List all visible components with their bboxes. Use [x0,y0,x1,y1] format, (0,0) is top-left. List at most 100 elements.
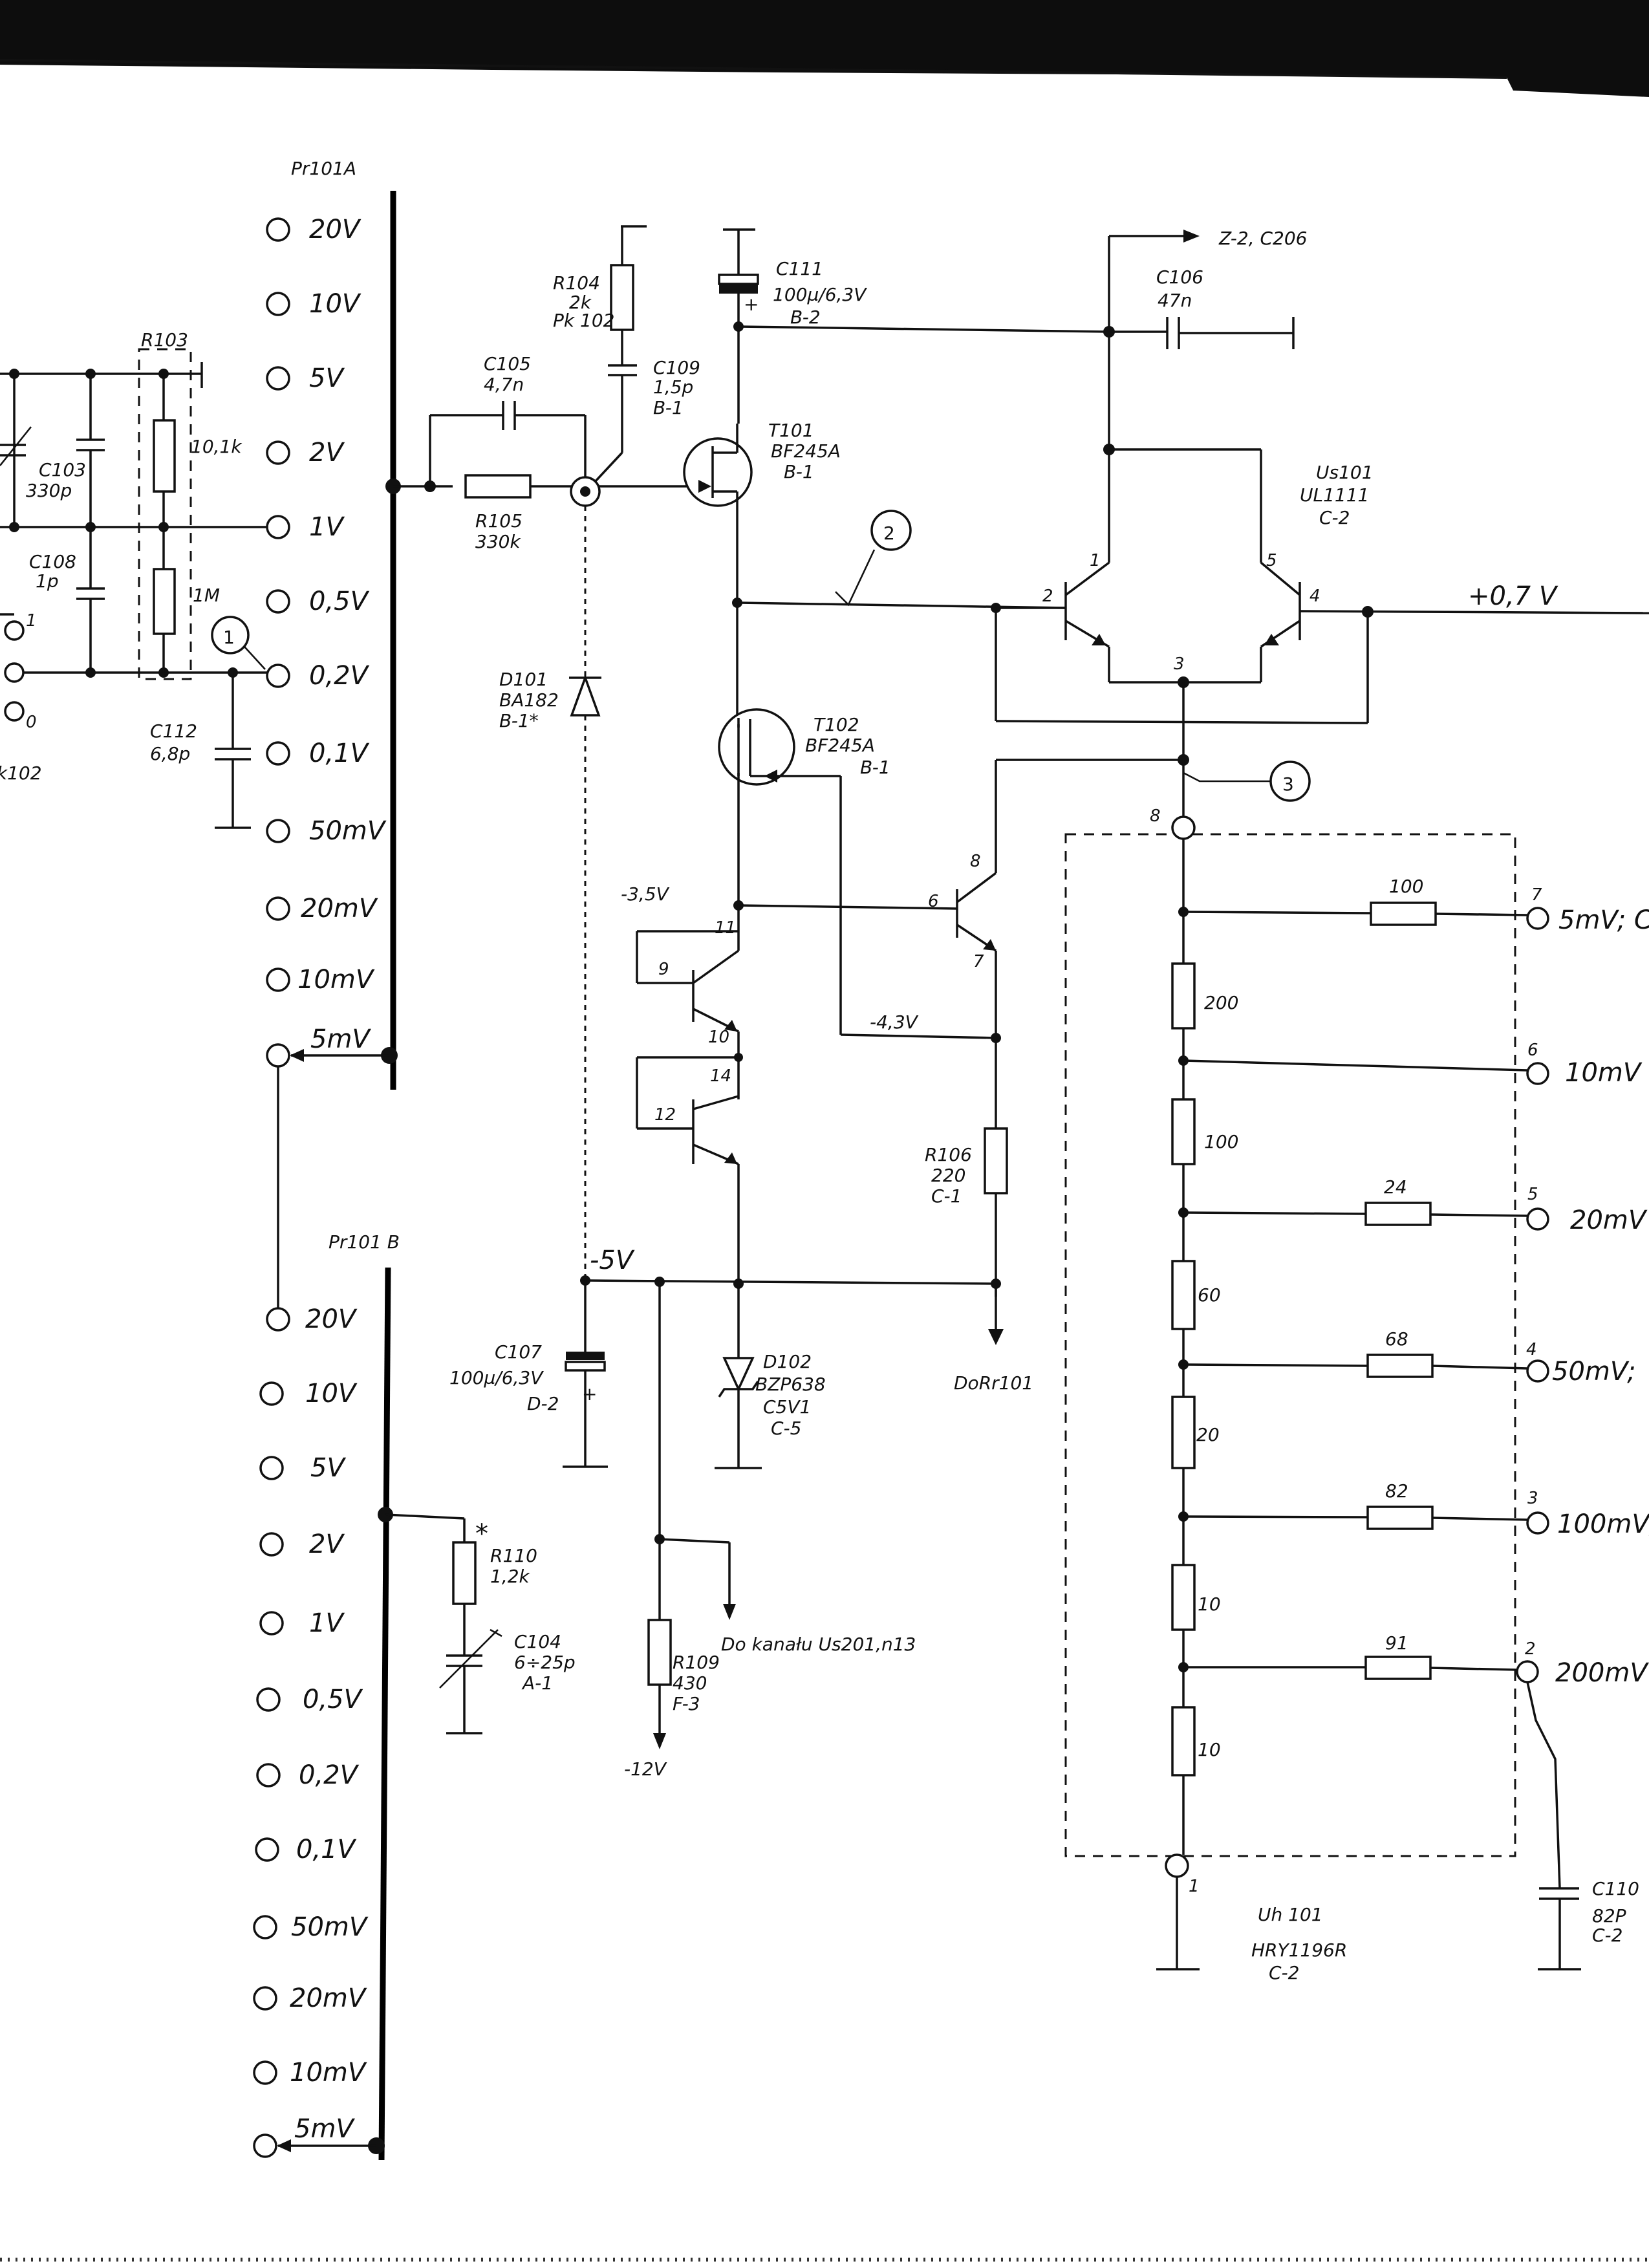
tap-terminal[interactable] [1516,1660,1539,1683]
switch-a-position[interactable]: 20mV [266,894,378,923]
switch-b-position[interactable]: 2V [259,1529,345,1559]
divider-bottom-terminal[interactable] [1165,1853,1189,1878]
switch-a-contact[interactable] [266,819,290,843]
tap-label: 5mV; C [1558,905,1649,935]
divider-tap: 100 7 5mV; C [1183,876,1649,935]
divider-top-terminal[interactable] [1171,815,1196,840]
switch-b-position[interactable]: 20mV [253,1983,367,2013]
net-minus5: -5V [590,1246,635,1275]
switch-b-contact[interactable] [259,1532,284,1557]
switch-a-position[interactable]: 2V [266,438,345,468]
switch-b-contact[interactable] [256,1687,281,1712]
switch-a-contact[interactable] [266,440,290,465]
switch-b-contact[interactable] [256,1763,281,1787]
us101-ref: Us101 [1316,462,1374,483]
c112-ref: C112 [150,720,197,742]
tap-pin: 4 [1526,1340,1537,1359]
tap-terminal[interactable] [1526,1207,1549,1231]
left-input-network: C103 330p C108 1p R103 10,1k 1M C112 6,8… [0,329,267,829]
switch-a-position[interactable]: 10V [266,289,361,319]
svg-text:+: + [744,294,759,315]
switch-a-contact[interactable] [266,1043,290,1068]
switch-a-contact[interactable] [266,664,290,688]
r103-value-1: 10,1k [191,436,242,457]
switch-a-position[interactable]: 5V [266,363,345,393]
tap-terminal[interactable] [1526,1359,1549,1383]
switch-a-positions: 20V 10V 5V 2V 1V 0,5V [266,215,387,1068]
switch-b-position[interactable]: 10V [259,1379,358,1409]
switch-b-position[interactable]: 20V [266,1304,358,1334]
chain-res-3: 60 [1198,1284,1221,1306]
switch-a-contact[interactable] [266,366,290,391]
switch-a-position[interactable]: 50mV [266,816,387,846]
switch-a-position[interactable]: 5mV [266,1024,371,1068]
switch-a-contact[interactable] [266,967,290,992]
tap-label: 200mV [1555,1658,1649,1688]
switch-b-contact[interactable] [259,1456,284,1480]
c104-loc: A-1 [521,1672,553,1694]
switch-a-contact[interactable] [266,589,290,614]
us101-pin-5: 5 [1266,551,1277,570]
switch-b-contact[interactable] [255,1837,279,1862]
c108-value: 1p [36,570,59,592]
us101-loc: C-2 [1319,507,1350,528]
switch-b-position-label: 20V [305,1304,358,1334]
switch-b-position[interactable]: 0,5V [256,1685,363,1714]
switch-a-position-label: 0,5V [309,587,370,616]
switch-a-position-label: 0,1V [309,739,370,768]
switch-a-position[interactable]: 20V [266,215,361,244]
edge-pin-1: 1 [26,611,37,631]
switch-a-position-label: 10mV [297,965,375,995]
switch-b-position[interactable]: 1V [259,1608,345,1638]
switch-b-position[interactable]: 5V [259,1453,346,1483]
switch-b-contact[interactable] [259,1381,284,1406]
r105-ref: R105 [475,510,523,532]
switch-a-contact[interactable] [266,292,290,316]
divider-tap: 6 10mV [1183,1041,1643,1088]
tap-terminal[interactable] [1526,1511,1549,1535]
switch-b-position[interactable]: 10mV [253,2058,367,2088]
tap-label: 10mV [1565,1058,1643,1088]
tap-terminal[interactable] [1526,1062,1549,1085]
pin-12: 12 [654,1105,676,1125]
switch-b-contact[interactable] [253,2133,277,2158]
switch-a-contact[interactable] [266,741,290,766]
switch-b-name: Pr101 B [329,1231,400,1253]
switch-b-position[interactable]: 0,1V [255,1835,357,1864]
switch-b-position[interactable]: 0,2V [256,1760,360,1790]
net-minus35: -3,5V [621,883,670,905]
switch-a-position-label: 5V [309,363,345,393]
switch-b-contact[interactable] [253,2060,277,2085]
switch-a-position[interactable]: 0,2V [266,661,370,691]
d101-ref: D101 [499,669,548,690]
switch-a-contact[interactable] [266,217,290,242]
switch-b-contact[interactable] [259,1611,284,1636]
net-z2: Z-2, C206 [1218,228,1308,249]
tap-pin: 5 [1527,1185,1538,1204]
us101-pin-3: 3 [1174,654,1185,674]
switch-b-contact[interactable] [253,1915,277,1939]
switch-a-contact[interactable] [266,896,290,921]
t101-loc: B-1 [784,461,814,482]
tap-terminal[interactable] [1526,907,1549,930]
switch-b-position[interactable]: 5mV [253,2114,355,2158]
switch-b-contact[interactable] [253,1986,277,2011]
switch-a-position-label: 0,2V [309,661,370,691]
switch-b-position[interactable]: 50mV [253,1912,369,1942]
switch-b-positions: 20V 10V 5V 2V 1V 0,5V [253,1304,369,2158]
us101: Us101 UL1111 C-2 1 2 5 4 3 + [995,332,1649,860]
switch-b-position-label: 1V [309,1608,345,1638]
r106-ref: R106 [925,1144,972,1165]
c110-value: 82P [1592,1905,1626,1927]
switch-a-position[interactable]: 1V [266,512,345,542]
divider-tap: 68 4 50mV; [1183,1328,1636,1387]
switch-a-position[interactable]: 0,5V [266,587,370,616]
switch-a-position[interactable]: 10mV [266,965,375,995]
r106-loc: C-1 [931,1185,962,1207]
switch-a-position[interactable]: 0,1V [266,739,370,768]
switch-b-contact[interactable] [266,1307,290,1332]
r104-ref: R104 [553,272,600,294]
us101-pin-2: 2 [1042,587,1053,606]
switch-a-contact[interactable] [266,515,290,539]
